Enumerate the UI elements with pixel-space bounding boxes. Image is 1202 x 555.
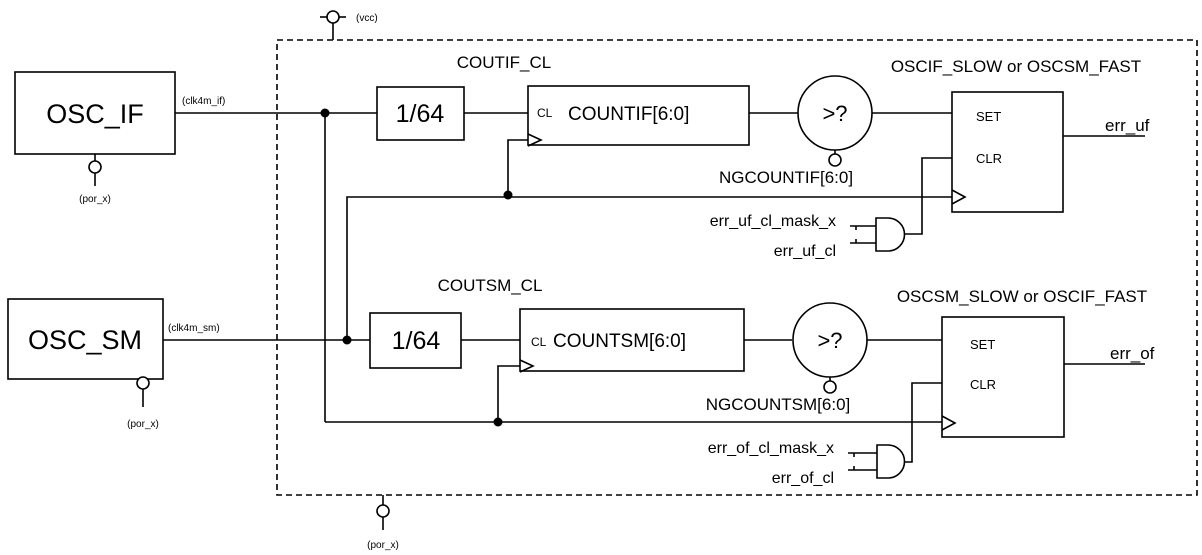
por-bottom-pin: (por_x) — [367, 495, 399, 551]
bottom-and-gate — [876, 444, 906, 479]
bottom-counter-block — [519, 308, 745, 372]
top-ng-label: NGCOUNTIF[6:0] — [719, 168, 853, 187]
top-counter-clock-triangle — [527, 133, 543, 147]
bottom-output-label: err_of — [1110, 344, 1155, 363]
osc-if-por-label: (por_x) — [79, 194, 111, 205]
bottom-counter-clock-wire — [497, 365, 520, 422]
top-ff-set: SET — [976, 109, 1001, 124]
top-counter-clock-wire — [507, 139, 528, 195]
bottom-cl-input: err_of_cl — [772, 470, 834, 487]
top-counter-cl: CL — [537, 106, 553, 120]
vcc-label: (vcc) — [356, 13, 378, 24]
top-ff-title: OSCIF_SLOW or OSCSM_FAST — [891, 57, 1141, 76]
bottom-ff-clr: CLR — [970, 377, 996, 392]
osc-sm-label: OSC_SM — [28, 325, 142, 355]
bottom-clock-junction — [493, 417, 503, 427]
top-mask-input: err_uf_cl_mask_x — [710, 213, 836, 230]
bottom-divider-label: 1/64 — [392, 327, 441, 355]
osc-if-block: OSC_IF (por_x) — [14, 71, 176, 205]
top-clr-wire — [905, 157, 952, 235]
clk4m-sm-junction — [342, 335, 352, 345]
bottom-ff-block — [941, 316, 1065, 438]
por-bottom-label: (por_x) — [367, 540, 399, 551]
osc-sm-block: OSC_SM (por_x) — [7, 298, 164, 430]
top-cl-input: err_uf_cl — [774, 243, 836, 260]
bottom-clr-wire — [905, 382, 942, 463]
top-and-gate — [875, 217, 906, 252]
bottom-comparator-label: >? — [817, 328, 842, 353]
bottom-counter-cl: CL — [531, 335, 547, 349]
bottom-ff-set: SET — [970, 337, 995, 352]
top-counter-label: COUNTIF[6:0] — [568, 104, 689, 125]
top-clock-bus — [346, 196, 952, 340]
bottom-mask-input: err_of_cl_mask_x — [708, 440, 834, 457]
top-ff-clock-triangle — [951, 189, 967, 205]
top-comparator-label: >? — [822, 101, 847, 126]
osc-sm-clk-label: (clk4m_sm) — [168, 323, 220, 334]
top-output-label: err_uf — [1105, 116, 1150, 135]
top-clock-junction — [503, 190, 513, 200]
vcc-pin: (vcc) — [320, 10, 378, 40]
bottom-ff-title: OSCSM_SLOW or OSCIF_FAST — [897, 287, 1147, 306]
osc-if-clk-label: (clk4m_if) — [182, 96, 225, 107]
top-ff-block — [951, 91, 1064, 213]
bottom-counter-clock-triangle — [519, 359, 535, 373]
bottom-ff-clock-triangle — [941, 415, 957, 431]
top-counter-block — [527, 85, 750, 146]
top-counter-title: COUTIF_CL — [457, 53, 551, 72]
top-divider-label: 1/64 — [396, 100, 445, 128]
bottom-counter-title: COUTSM_CL — [438, 276, 543, 295]
module-boundary — [276, 39, 1198, 496]
bottom-counter-label: COUNTSM[6:0] — [553, 331, 686, 352]
bottom-ng-label: NGCOUNTSM[6:0] — [706, 395, 851, 414]
osc-sm-por-label: (por_x) — [127, 419, 159, 430]
osc-if-label: OSC_IF — [46, 99, 144, 129]
top-ff-clr: CLR — [976, 151, 1002, 166]
